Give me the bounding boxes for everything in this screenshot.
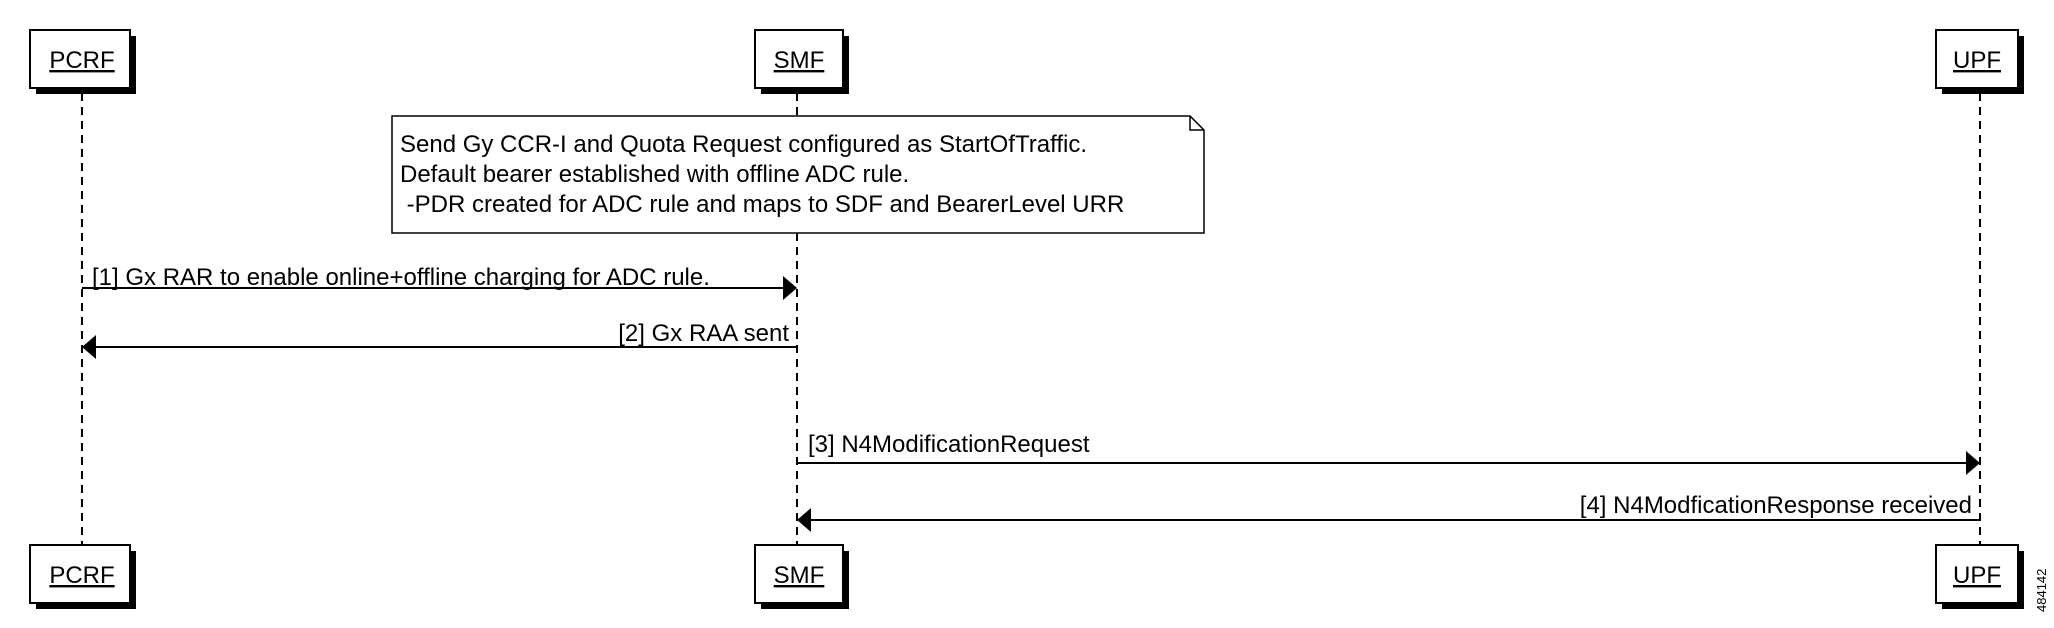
participant-pcrf-top: PCRF (29, 29, 136, 94)
participant-smf-bottom: SMF (754, 544, 849, 609)
participant-label: UPF (1953, 562, 2001, 589)
note: Send Gy CCR-I and Quota Request configur… (391, 115, 1205, 234)
note-line: Send Gy CCR-I and Quota Request configur… (400, 131, 1087, 158)
note-line: Default bearer established with offline … (400, 161, 909, 188)
participant-label: SMF (774, 47, 825, 74)
message-3: [3] N4ModificationRequest (797, 431, 1980, 475)
message-2: [2] Gx RAA sent (82, 320, 797, 359)
participant-label: UPF (1953, 47, 2001, 74)
participant-pcrf-bottom: PCRF (29, 544, 136, 609)
arrowhead-icon (1966, 451, 1980, 475)
participant-upf-bottom: UPF (1935, 544, 2024, 609)
participant-label: PCRF (49, 562, 114, 589)
participant-smf-top: SMF (754, 29, 849, 94)
note-line: -PDR created for ADC rule and maps to SD… (400, 191, 1124, 218)
message-label: [4] N4ModficationResponse received (1580, 492, 1972, 519)
message-4: [4] N4ModficationResponse received (797, 492, 1980, 532)
participant-label: PCRF (49, 47, 114, 74)
figure-id: 484142 (2034, 569, 2049, 612)
participant-label: SMF (774, 562, 825, 589)
arrowhead-icon (82, 335, 96, 359)
message-1: [1] Gx RAR to enable online+offline char… (82, 264, 797, 300)
message-label: [1] Gx RAR to enable online+offline char… (92, 264, 710, 291)
arrowhead-icon (797, 508, 811, 532)
message-label: [3] N4ModificationRequest (808, 431, 1090, 458)
participant-upf-top: UPF (1935, 29, 2024, 94)
message-label: [2] Gx RAA sent (618, 320, 789, 347)
arrowhead-icon (783, 276, 797, 300)
